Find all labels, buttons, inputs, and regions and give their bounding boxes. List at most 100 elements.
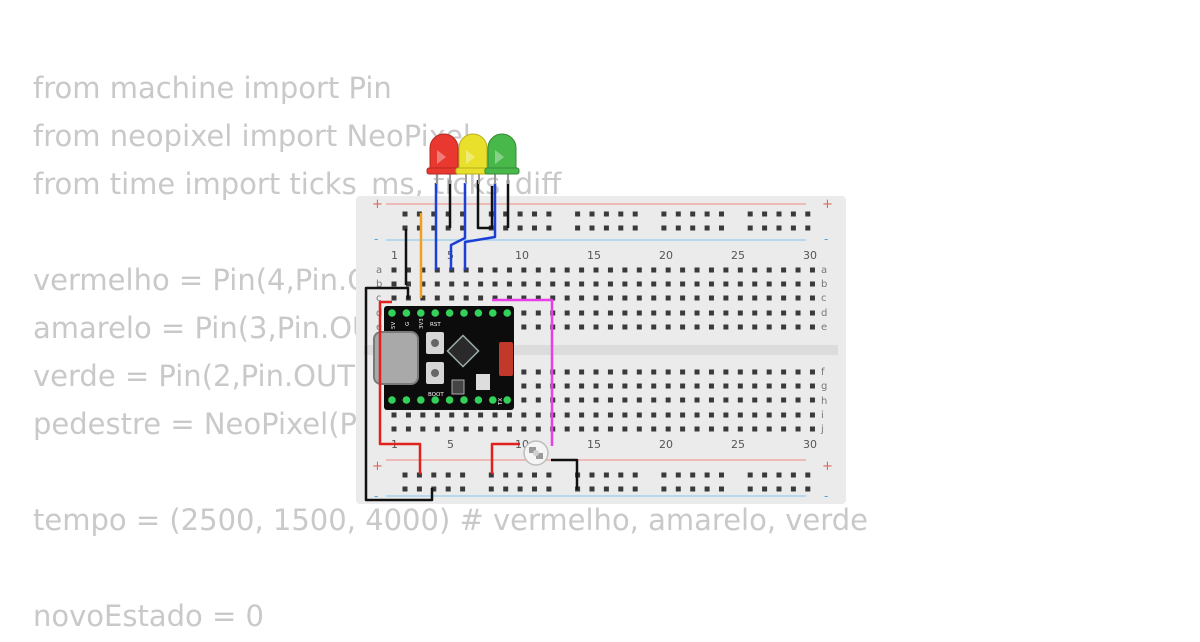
breadboard-hole[interactable]: [762, 486, 768, 492]
breadboard-hole[interactable]: [752, 281, 758, 287]
breadboard-hole[interactable]: [564, 369, 570, 375]
breadboard-hole[interactable]: [632, 486, 638, 492]
breadboard-hole[interactable]: [405, 281, 411, 287]
breadboard-hole[interactable]: [445, 211, 451, 217]
breadboard-hole[interactable]: [492, 281, 498, 287]
breadboard-hole[interactable]: [535, 295, 541, 301]
breadboard-hole[interactable]: [478, 426, 484, 432]
breadboard-hole[interactable]: [420, 295, 426, 301]
breadboard-hole[interactable]: [607, 426, 613, 432]
breadboard-hole[interactable]: [766, 412, 772, 418]
breadboard-hole[interactable]: [460, 211, 466, 217]
breadboard-hole[interactable]: [579, 324, 585, 330]
board-pin[interactable]: [474, 396, 483, 404]
breadboard-hole[interactable]: [622, 267, 628, 273]
breadboard-hole[interactable]: [593, 324, 599, 330]
breadboard-hole[interactable]: [449, 295, 455, 301]
breadboard-hole[interactable]: [416, 486, 422, 492]
breadboard-hole[interactable]: [708, 295, 714, 301]
breadboard-hole[interactable]: [521, 295, 527, 301]
breadboard-hole[interactable]: [776, 486, 782, 492]
breadboard-hole[interactable]: [795, 383, 801, 389]
breadboard-hole[interactable]: [607, 369, 613, 375]
breadboard-hole[interactable]: [708, 383, 714, 389]
breadboard-hole[interactable]: [579, 426, 585, 432]
breadboard-hole[interactable]: [535, 324, 541, 330]
breadboard-hole[interactable]: [622, 295, 628, 301]
breadboard-hole[interactable]: [636, 397, 642, 403]
breadboard-hole[interactable]: [723, 310, 729, 316]
breadboard-hole[interactable]: [675, 225, 681, 231]
breadboard-hole[interactable]: [665, 310, 671, 316]
breadboard-hole[interactable]: [593, 383, 599, 389]
breadboard-hole[interactable]: [723, 383, 729, 389]
breadboard-hole[interactable]: [506, 295, 512, 301]
board-pin[interactable]: [503, 309, 512, 317]
breadboard-hole[interactable]: [550, 267, 556, 273]
breadboard-hole[interactable]: [747, 211, 753, 217]
breadboard-hole[interactable]: [402, 225, 408, 231]
board-pin[interactable]: [489, 396, 497, 404]
breadboard-hole[interactable]: [752, 310, 758, 316]
breadboard-hole[interactable]: [618, 486, 624, 492]
breadboard-hole[interactable]: [579, 310, 585, 316]
breadboard-hole[interactable]: [795, 267, 801, 273]
breadboard-hole[interactable]: [564, 267, 570, 273]
breadboard-hole[interactable]: [723, 324, 729, 330]
breadboard-hole[interactable]: [564, 310, 570, 316]
breadboard-hole[interactable]: [752, 426, 758, 432]
breadboard-hole[interactable]: [690, 225, 696, 231]
breadboard-hole[interactable]: [747, 472, 753, 478]
breadboard-hole[interactable]: [416, 472, 422, 478]
breadboard-hole[interactable]: [463, 295, 469, 301]
breadboard-hole[interactable]: [795, 310, 801, 316]
breadboard-hole[interactable]: [593, 426, 599, 432]
breadboard-hole[interactable]: [535, 310, 541, 316]
breadboard-hole[interactable]: [391, 267, 397, 273]
breadboard-hole[interactable]: [506, 412, 512, 418]
breadboard-hole[interactable]: [434, 412, 440, 418]
breadboard-hole[interactable]: [708, 426, 714, 432]
breadboard-hole[interactable]: [593, 310, 599, 316]
breadboard-hole[interactable]: [550, 295, 556, 301]
breadboard-hole[interactable]: [607, 397, 613, 403]
breadboard-hole[interactable]: [535, 383, 541, 389]
breadboard-hole[interactable]: [503, 472, 509, 478]
breadboard-hole[interactable]: [737, 412, 743, 418]
breadboard-hole[interactable]: [766, 426, 772, 432]
breadboard-hole[interactable]: [809, 310, 815, 316]
breadboard-hole[interactable]: [752, 383, 758, 389]
breadboard-hole[interactable]: [694, 310, 700, 316]
breadboard-hole[interactable]: [723, 397, 729, 403]
breadboard-hole[interactable]: [737, 295, 743, 301]
breadboard-hole[interactable]: [737, 397, 743, 403]
breadboard-hole[interactable]: [805, 225, 811, 231]
breadboard-hole[interactable]: [651, 295, 657, 301]
breadboard-hole[interactable]: [737, 369, 743, 375]
breadboard-hole[interactable]: [579, 369, 585, 375]
breadboard-hole[interactable]: [636, 412, 642, 418]
breadboard-hole[interactable]: [665, 295, 671, 301]
breadboard-hole[interactable]: [651, 412, 657, 418]
breadboard-hole[interactable]: [636, 295, 642, 301]
breadboard-hole[interactable]: [790, 211, 796, 217]
breadboard-hole[interactable]: [680, 412, 686, 418]
breadboard-hole[interactable]: [460, 472, 466, 478]
breadboard-hole[interactable]: [675, 472, 681, 478]
breadboard-hole[interactable]: [434, 281, 440, 287]
breadboard-hole[interactable]: [434, 295, 440, 301]
breadboard-hole[interactable]: [737, 383, 743, 389]
breadboard-hole[interactable]: [416, 225, 422, 231]
breadboard-hole[interactable]: [589, 211, 595, 217]
breadboard-hole[interactable]: [431, 472, 437, 478]
breadboard-hole[interactable]: [762, 472, 768, 478]
breadboard-hole[interactable]: [402, 211, 408, 217]
breadboard-hole[interactable]: [607, 295, 613, 301]
breadboard-hole[interactable]: [460, 225, 466, 231]
breadboard-hole[interactable]: [766, 295, 772, 301]
led-green[interactable]: [484, 133, 520, 184]
breadboard-hole[interactable]: [492, 426, 498, 432]
breadboard-hole[interactable]: [665, 281, 671, 287]
breadboard-hole[interactable]: [781, 383, 787, 389]
breadboard-hole[interactable]: [632, 211, 638, 217]
